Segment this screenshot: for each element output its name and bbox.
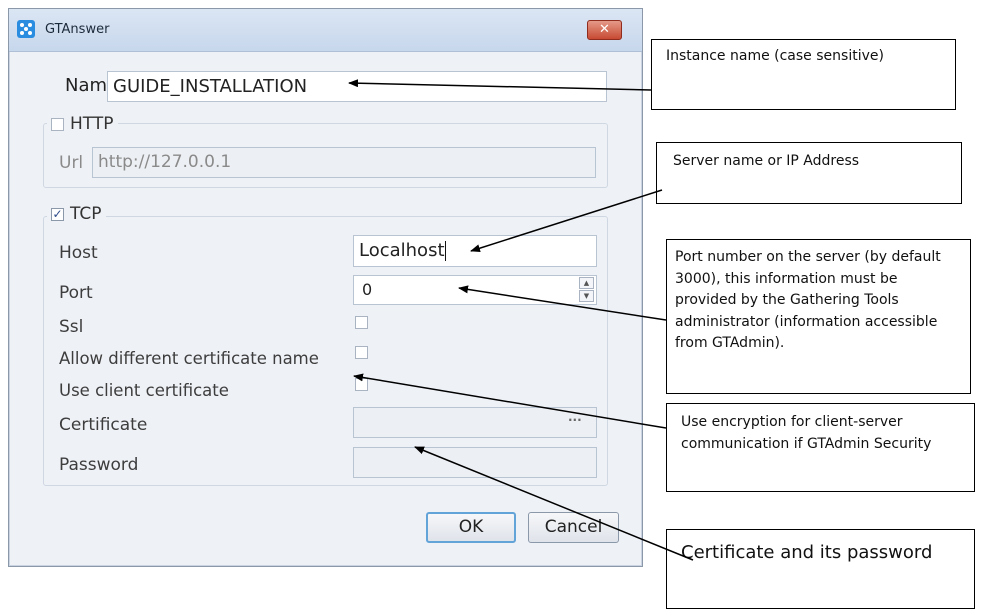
close-button[interactable]: ✕ bbox=[587, 20, 622, 40]
gtanswer-app-icon bbox=[17, 20, 35, 38]
url-input[interactable]: http://127.0.0.1 bbox=[92, 147, 596, 178]
callout-encryption: Use encryption for client-server communi… bbox=[666, 403, 975, 492]
client-cert-label: Use client certificate bbox=[59, 381, 229, 400]
name-value: GUIDE_INSTALLATION bbox=[113, 76, 308, 97]
port-decrement-button[interactable]: ▼ bbox=[579, 290, 594, 302]
tcp-label: TCP bbox=[70, 204, 102, 224]
tcp-checkbox-row[interactable]: ✓ TCP bbox=[47, 203, 106, 225]
tcp-group bbox=[43, 216, 608, 486]
name-input[interactable]: GUIDE_INSTALLATION bbox=[107, 71, 607, 102]
port-increment-button[interactable]: ▲ bbox=[579, 277, 594, 289]
title-bar[interactable]: GTAnswer ✕ bbox=[9, 9, 642, 52]
tcp-checkbox[interactable]: ✓ bbox=[51, 206, 64, 221]
callout-port-number: Port number on the server (by default 30… bbox=[666, 239, 971, 394]
certificate-label: Certificate bbox=[59, 415, 148, 435]
callout-certificate: Certificate and its password bbox=[666, 529, 975, 609]
host-value: Localhost bbox=[359, 240, 445, 261]
text-caret bbox=[444, 241, 446, 261]
allow-cert-name-label: Allow different certificate name bbox=[59, 349, 319, 368]
certificate-input[interactable] bbox=[353, 407, 597, 438]
url-value: http://127.0.0.1 bbox=[98, 152, 232, 172]
dialog-window: GTAnswer ✕ Name GUIDE_INSTALLATION HTTP … bbox=[8, 8, 643, 567]
port-input[interactable]: 0 bbox=[353, 275, 597, 305]
port-value: 0 bbox=[362, 280, 373, 299]
url-label: Url bbox=[59, 153, 84, 173]
ssl-checkbox[interactable] bbox=[355, 316, 368, 329]
host-label: Host bbox=[59, 243, 98, 263]
port-label: Port bbox=[59, 283, 93, 303]
http-checkbox[interactable] bbox=[51, 117, 64, 131]
callout-instance-name: Instance name (case sensitive) bbox=[651, 39, 956, 110]
ok-button[interactable]: OK bbox=[426, 512, 516, 543]
password-label: Password bbox=[59, 455, 139, 475]
http-group bbox=[43, 123, 608, 188]
name-label: Name bbox=[65, 75, 119, 96]
host-input[interactable]: Localhost bbox=[353, 235, 597, 267]
password-input[interactable] bbox=[353, 447, 597, 478]
http-label: HTTP bbox=[70, 114, 114, 134]
callout-server-name: Server name or IP Address bbox=[656, 142, 962, 204]
allow-cert-name-checkbox[interactable] bbox=[355, 346, 368, 359]
certificate-browse-button[interactable]: ··· bbox=[568, 413, 582, 427]
ssl-label: Ssl bbox=[59, 317, 84, 337]
cancel-button[interactable]: Cancel bbox=[528, 512, 619, 543]
http-checkbox-row[interactable]: HTTP bbox=[47, 113, 118, 135]
window-title: GTAnswer bbox=[45, 22, 110, 37]
client-cert-checkbox[interactable] bbox=[355, 378, 368, 391]
close-icon: ✕ bbox=[599, 22, 610, 37]
